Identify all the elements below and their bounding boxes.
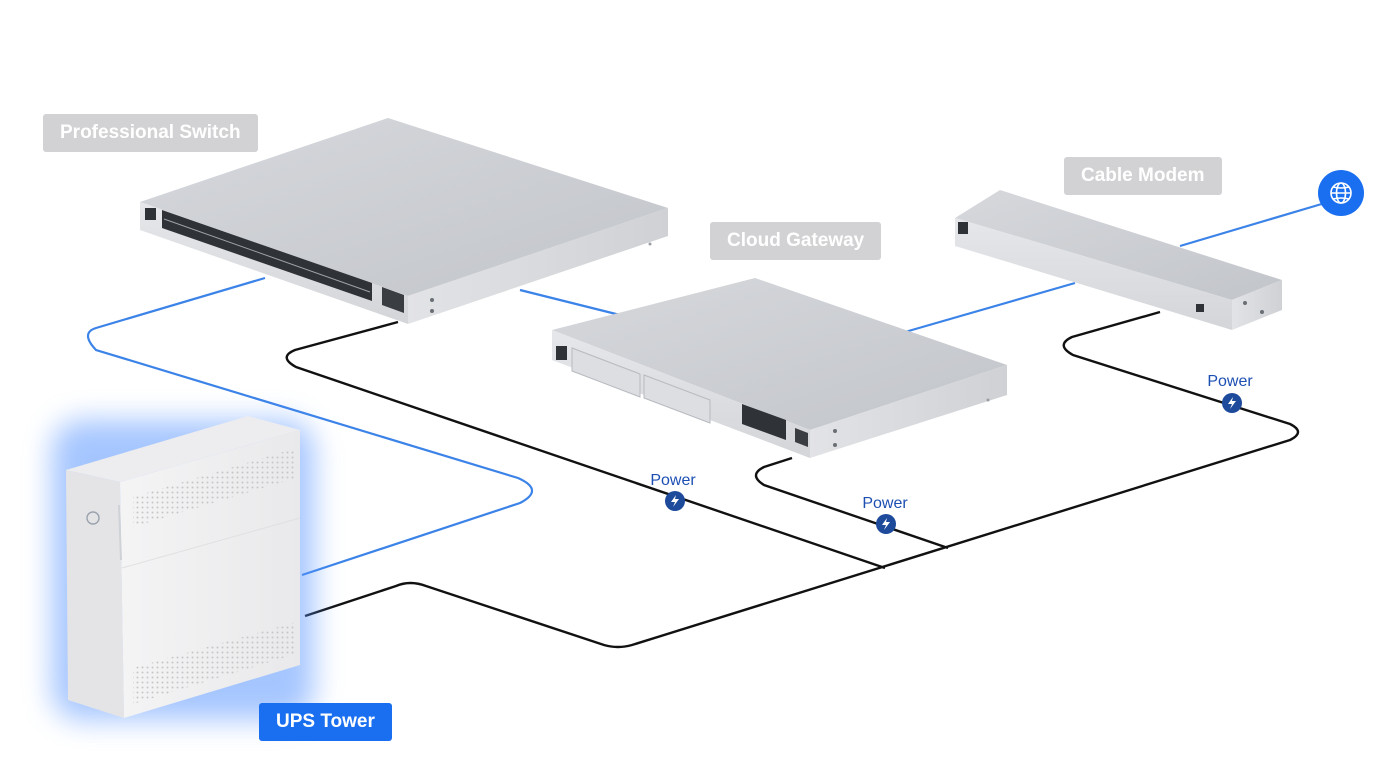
internet-badge[interactable] [1318, 170, 1364, 216]
switch-top [140, 118, 668, 296]
ups-upper-grill [133, 448, 296, 527]
ups-panel-seam [121, 517, 301, 569]
ups-top [66, 416, 300, 482]
modem-top [955, 190, 1282, 300]
ups-led-strip [118, 504, 122, 561]
cable-modem[interactable] [955, 190, 1282, 330]
power-lines [285, 310, 1300, 649]
data-link-switch-gateway [519, 288, 621, 317]
modem-screw [1260, 310, 1264, 314]
gateway-drive-bay-1 [571, 347, 641, 398]
cable-modem-label: Cable Modem [1064, 157, 1222, 195]
cloud-gateway-label: Cloud Gateway [710, 222, 882, 260]
data-links [86, 201, 1326, 577]
switch-led [648, 242, 652, 246]
power-badge-modem [1222, 393, 1242, 413]
modem-screw [1243, 301, 1247, 305]
modem-ethernet-port [1196, 304, 1204, 312]
gateway-screw [833, 429, 837, 433]
gateway-top [552, 278, 1007, 430]
gateway-port-block [742, 404, 786, 440]
switch-screw [430, 298, 434, 302]
gateway-screw [833, 443, 837, 447]
ups-lower-grill [133, 622, 296, 704]
professional-switch[interactable] [140, 118, 668, 324]
switch-side [408, 208, 668, 324]
switch-console-port [145, 208, 156, 220]
gateway-side [810, 365, 1007, 458]
globe-icon [1330, 182, 1352, 204]
gateway-led [986, 398, 990, 402]
lightning-bolt-icon [1228, 397, 1236, 409]
power-label: Power [862, 495, 908, 512]
gateway-display [556, 346, 567, 360]
power-badge-gateway [876, 514, 896, 534]
ups-power-button[interactable] [86, 511, 100, 525]
gateway-sfp-block [795, 428, 808, 447]
switch-sfp-block [382, 287, 404, 313]
power-line-gateway [754, 456, 949, 550]
lightning-bolt-icon [882, 518, 890, 530]
modem-front [955, 218, 1232, 330]
power-label: Power [1207, 373, 1253, 390]
modem-status-display [958, 222, 968, 234]
ups-tower[interactable] [52, 416, 314, 720]
ups-tower-label[interactable]: UPS Tower [259, 703, 392, 741]
data-link-switch-ups [86, 276, 534, 577]
modem-side [1232, 280, 1282, 330]
switch-screw [430, 309, 434, 313]
power-line-switch [285, 320, 886, 570]
professional-switch-label: Professional Switch [43, 114, 258, 152]
power-badge-switch [665, 491, 685, 511]
switch-port-divider [163, 218, 371, 293]
lightning-bolt-icon [671, 495, 679, 507]
data-link-gateway-modem [904, 281, 1076, 334]
power-line-modem [304, 310, 1300, 649]
cloud-gateway[interactable] [552, 278, 1007, 458]
gateway-drive-bay-2 [643, 374, 711, 424]
power-label: Power [650, 472, 696, 489]
ups-front [66, 470, 124, 718]
data-link-modem-internet [1179, 201, 1326, 248]
